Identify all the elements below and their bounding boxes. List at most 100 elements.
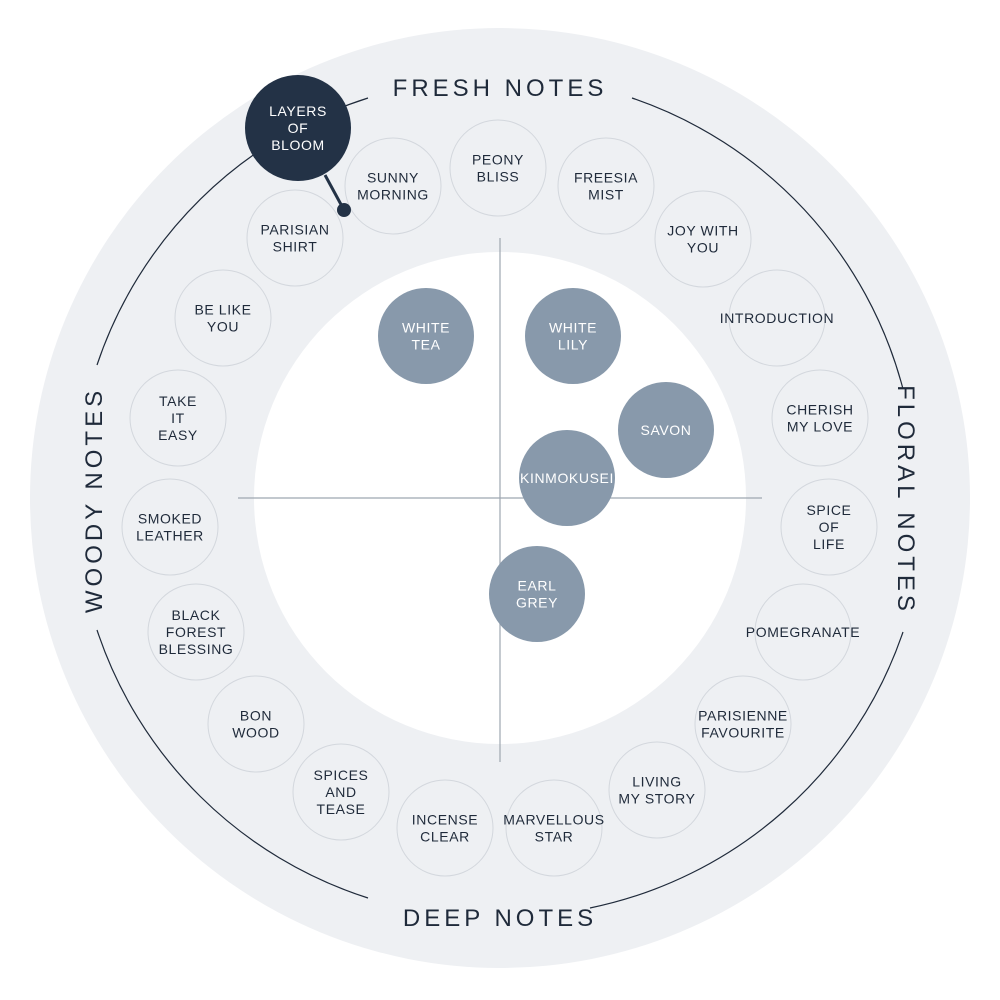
ring-scent-10-circle[interactable]	[505, 779, 603, 877]
ring-scent-18-label: SHIRT	[273, 239, 318, 255]
selected-scent-layers-of-bloom-label: OF	[288, 120, 309, 136]
ring-scent-0-circle[interactable]	[344, 137, 442, 235]
ring-scent-9-label: LIVING	[632, 774, 682, 790]
ring-scent-9-circle[interactable]	[608, 741, 706, 839]
arc-fresh-floral	[631, 97, 904, 390]
ring-scent-18-label: PARISIAN	[260, 222, 329, 238]
ring-scent-5-label: MY LOVE	[787, 419, 853, 435]
ring-scent-12-circle[interactable]	[292, 743, 390, 841]
ring-scent-2-circle[interactable]	[557, 137, 655, 235]
ring-scent-12-label: SPICES	[314, 767, 369, 783]
inner-scent-4-circle[interactable]	[489, 546, 585, 642]
ring-scent-4-circle[interactable]	[728, 269, 826, 367]
inner-scent-1-circle[interactable]	[525, 288, 621, 384]
ring-scent-5-circle[interactable]	[771, 369, 869, 467]
ring-scent-6-label: SPICE	[806, 502, 851, 518]
pointer-dot	[337, 203, 351, 217]
ring-scent-15-label: SMOKED	[138, 511, 202, 527]
ring-scent-16-label: IT	[171, 410, 185, 426]
ring-scent-10-label: STAR	[535, 829, 574, 845]
inner-scent-2-circle[interactable]	[618, 382, 714, 478]
ring-scent-8-label: FAVOURITE	[701, 725, 785, 741]
ring-scent-18-circle[interactable]	[246, 189, 344, 287]
ring-scent-6-label: OF	[819, 519, 840, 535]
ring-scent-17-circle[interactable]	[174, 269, 272, 367]
ring-scent-4[interactable]: INTRODUCTION	[720, 269, 835, 367]
ring-scent-8-circle[interactable]	[694, 675, 792, 773]
inner-scent-4-label: EARL	[518, 578, 557, 594]
ring-scent-11-label: INCENSE	[412, 812, 478, 828]
ring-scent-3-circle[interactable]	[654, 190, 752, 288]
ring-scent-1-label: BLISS	[477, 169, 520, 185]
inner-scent-1-label: LILY	[558, 337, 588, 353]
inner-scent-2[interactable]: SAVON	[618, 382, 714, 478]
ring-scent-2-label: MIST	[588, 187, 624, 203]
ring-scent-4-label: INTRODUCTION	[720, 310, 835, 326]
selected-scent-layers-of-bloom-circle[interactable]	[245, 75, 351, 181]
inner-scent-2-label: SAVON	[641, 422, 692, 438]
ring-scent-11-circle[interactable]	[396, 779, 494, 877]
label-woody-notes: WOODY NOTES	[81, 387, 108, 613]
ring-scent-7-circle[interactable]	[754, 583, 852, 681]
inner-scent-4-label: GREY	[516, 595, 558, 611]
quadrant-axes	[238, 238, 762, 762]
ring-scent-17-label: YOU	[207, 319, 239, 335]
label-floral-notes: FLORAL NOTES	[892, 385, 919, 615]
ring-scent-3-label: YOU	[687, 240, 719, 256]
ring-scent-15-circle[interactable]	[121, 478, 219, 576]
ring-scent-17-label: BE LIKE	[194, 302, 251, 318]
ring-scent-11-label: CLEAR	[420, 829, 470, 845]
ring-scent-5-label: CHERISH	[786, 402, 853, 418]
ring-scent-6-circle[interactable]	[780, 478, 878, 576]
inner-scent-0-label: TEA	[411, 337, 440, 353]
inner-scent-0-circle[interactable]	[378, 288, 474, 384]
inner-scent-3[interactable]: KINMOKUSEI	[519, 430, 615, 526]
inner-scent-3-circle[interactable]	[519, 430, 615, 526]
label-deep-notes: DEEP NOTES	[403, 905, 597, 932]
ring-scent-13-label: WOOD	[232, 725, 280, 741]
ring-scent-14-label: BLESSING	[159, 641, 234, 657]
inner-scent-1-label: WHITE	[549, 320, 597, 336]
ring-scent-16-circle[interactable]	[129, 369, 227, 467]
category-arcs	[96, 97, 904, 909]
inner-scent-3-label: KINMOKUSEI	[520, 470, 614, 486]
ring-scent-10-label: MARVELLOUS	[503, 812, 604, 828]
inner-scent-0-label: WHITE	[402, 320, 450, 336]
ring-scent-13-circle[interactable]	[207, 675, 305, 773]
ring-scent-7-label: POMEGRANATE	[746, 624, 860, 640]
ring-scent-14-circle[interactable]	[147, 583, 245, 681]
ring-scent-14-label: FOREST	[166, 624, 226, 640]
ring-scent-1-label: PEONY	[472, 152, 524, 168]
ring-scent-7[interactable]: POMEGRANATE	[746, 583, 860, 681]
ring-scent-13-label: BON	[240, 708, 272, 724]
ring-scent-1-circle[interactable]	[449, 119, 547, 217]
ring-scent-16-label: EASY	[158, 427, 198, 443]
ring-scent-0-label: MORNING	[357, 187, 429, 203]
ring-scent-3-label: JOY WITH	[667, 223, 738, 239]
